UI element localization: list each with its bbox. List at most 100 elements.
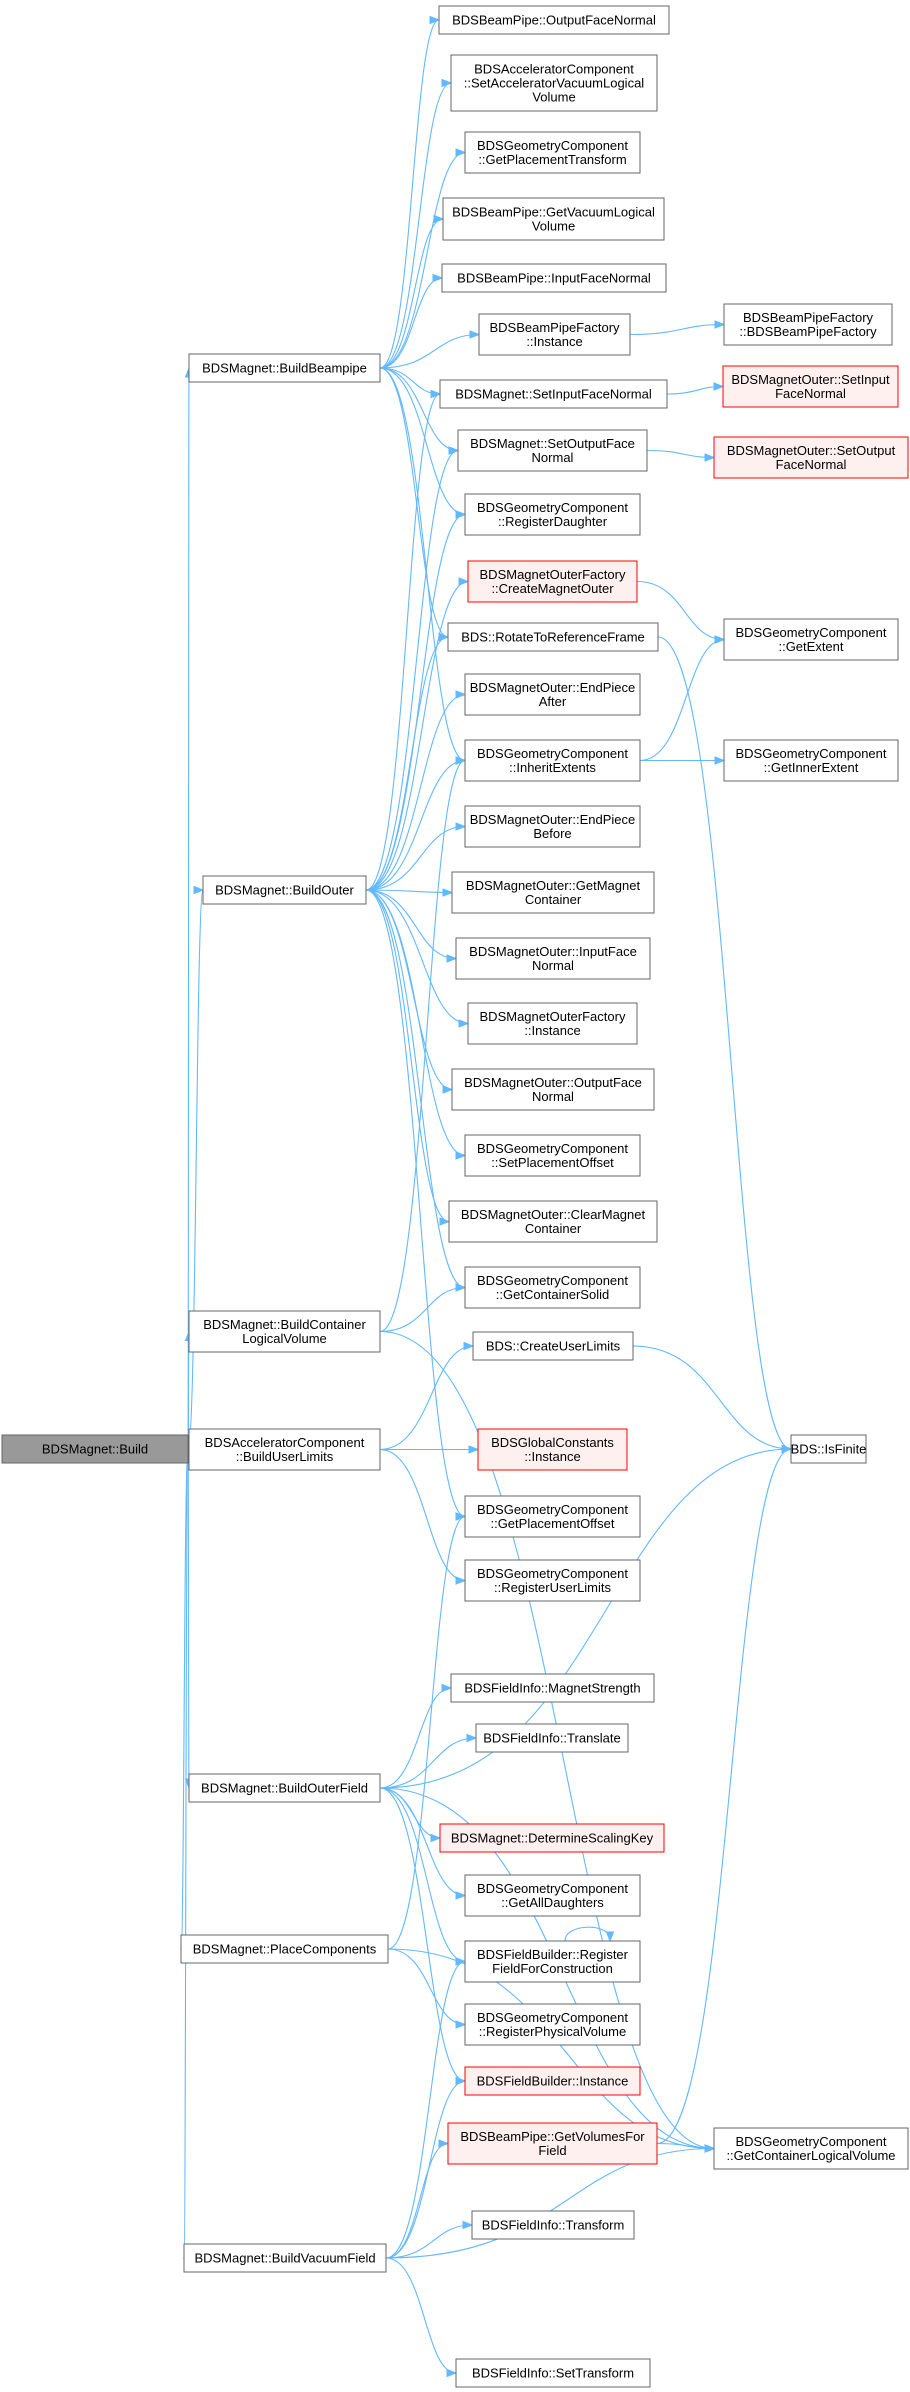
node-label: BDSMagnet::SetInputFaceNormal [455, 387, 652, 402]
node-globalConstantsInstance[interactable]: BDSGlobalConstants::Instance [477, 1428, 628, 1471]
edge-layer [179, 15, 793, 2378]
node-registerPhysicalVolume[interactable]: BDSGeometryComponent::RegisterPhysicalVo… [464, 2003, 641, 2046]
node-box [472, 1331, 634, 1361]
node-getContainerSolid[interactable]: BDSGeometryComponent::GetContainerSolid [464, 1266, 641, 1309]
node-box [202, 875, 367, 905]
call-edge-buildVacuumField-to-registerFieldForConstruction [385, 1957, 467, 2259]
node-magnetStrength[interactable]: BDSFieldInfo::MagnetStrength [450, 1673, 655, 1703]
node-registerDaughter[interactable]: BDSGeometryComponent::RegisterDaughter [464, 493, 641, 536]
node-registerFieldForConstruction[interactable]: BDSFieldBuilder::RegisterFieldForConstru… [464, 1940, 641, 1983]
node-label: BDSFieldInfo::Translate [483, 1731, 621, 1746]
node-getExtent[interactable]: BDSGeometryComponent::GetExtent [723, 618, 899, 661]
node-box [450, 54, 658, 112]
node-label: ::GetPlacementTransform [478, 152, 626, 167]
node-getAllDaughters[interactable]: BDSGeometryComponent::GetAllDaughters [464, 1874, 641, 1917]
node-build[interactable]: BDSMagnet::Build [1, 1434, 189, 1464]
node-bpInputFaceNormal[interactable]: BDSBeamPipe::InputFaceNormal [441, 263, 667, 293]
node-getPlacementTransform[interactable]: BDSGeometryComponent::GetPlacementTransf… [464, 131, 641, 174]
call-edge-buildVacuumField-to-fieldTransform [385, 2220, 474, 2259]
node-label: ::RegisterPhysicalVolume [479, 2024, 626, 2039]
node-inheritExtents[interactable]: BDSGeometryComponent::InheritExtents [464, 739, 641, 782]
node-getPlacementOffset[interactable]: BDSGeometryComponent::GetPlacementOffset [464, 1495, 641, 1538]
node-bpFactoryInstance[interactable]: BDSBeamPipeFactory::Instance [478, 313, 631, 356]
node-label: BDSGeometryComponent [477, 1881, 628, 1896]
node-setAccVacuum[interactable]: BDSAcceleratorComponent::SetAcceleratorV… [450, 54, 658, 112]
node-label: BDSFieldInfo::SetTransform [472, 2366, 634, 2381]
node-box [450, 1673, 655, 1703]
call-edge-buildOuterField-to-getAllDaughters [379, 1787, 467, 1900]
call-edge-buildOuter-to-createMagnetOuter [365, 577, 470, 891]
node-label: BDS::CreateUserLimits [486, 1339, 621, 1354]
call-edge-buildBeampipe-to-bpGetVacuumLogical [379, 214, 445, 369]
node-box [457, 429, 648, 472]
node-label: BDSGeometryComponent [477, 2010, 628, 2025]
node-bpOutputFaceNormal[interactable]: BDSBeamPipe::OutputFaceNormal [438, 5, 670, 35]
node-label: Container [525, 892, 582, 907]
call-edge-buildBeampipe-to-getPlacementTransform [379, 148, 467, 369]
node-isFinite[interactable]: BDS::IsFinite [790, 1434, 867, 1464]
node-buildOuter[interactable]: BDSMagnet::BuildOuter [202, 875, 367, 905]
node-setPlacementOffset[interactable]: BDSGeometryComponent::SetPlacementOffset [464, 1134, 641, 1177]
node-box [464, 805, 641, 848]
node-label: ::SetAcceleratorVacuumLogical [464, 76, 645, 91]
node-layer: BDSMagnet::Build BDSMagnet::BuildBeampipe… [1, 5, 909, 2388]
node-box [723, 303, 893, 346]
node-fieldBuilderInstance[interactable]: BDSFieldBuilder::Instance [464, 2066, 641, 2096]
call-edge-buildBeampipe-to-rotateToRef [379, 367, 450, 642]
node-determineScalingKey[interactable]: BDSMagnet::DetermineScalingKey [439, 1823, 665, 1853]
node-buildVacuumField[interactable]: BDSMagnet::BuildVacuumField [183, 2243, 387, 2273]
node-fieldTranslate[interactable]: BDSFieldInfo::Translate [475, 1723, 629, 1753]
node-label: BDSGeometryComponent [735, 625, 886, 640]
node-magSetInputFaceNormal[interactable]: BDSMagnet::SetInputFaceNormal [439, 379, 668, 409]
node-box [451, 871, 655, 914]
node-createMagnetOuter[interactable]: BDSMagnetOuterFactory::CreateMagnetOuter [467, 560, 638, 603]
node-getContainerLogicalVolume[interactable]: BDSGeometryComponent::GetContainerLogica… [713, 2127, 909, 2170]
node-bpFactoryCtor[interactable]: BDSBeamPipeFactory::BDSBeamPipeFactory [723, 303, 893, 346]
node-buildOuterField[interactable]: BDSMagnet::BuildOuterField [188, 1773, 381, 1803]
node-placeComponents[interactable]: BDSMagnet::PlaceComponents [180, 1934, 389, 1964]
node-outerSetInputFaceNormal[interactable]: BDSMagnetOuter::SetInputFaceNormal [722, 365, 899, 408]
node-label: LogicalVolume [242, 1331, 327, 1346]
node-label: BDSAcceleratorComponent [205, 1435, 365, 1450]
call-edge-buildOuter-to-endPieceBefore [365, 822, 467, 891]
node-label: ::GetExtent [778, 639, 843, 654]
node-label: After [539, 694, 567, 709]
node-box [1, 1434, 189, 1464]
node-rotateToRef[interactable]: BDS::RotateToReferenceFrame [447, 622, 659, 652]
node-label: BDSFieldInfo::MagnetStrength [464, 1681, 640, 1696]
node-createUserLimits[interactable]: BDS::CreateUserLimits [472, 1331, 634, 1361]
node-fieldTransform[interactable]: BDSFieldInfo::Transform [471, 2210, 635, 2240]
node-outerFactoryInstance[interactable]: BDSMagnetOuterFactory::Instance [467, 1002, 638, 1045]
node-box [188, 1773, 381, 1803]
call-edge-buildOuter-to-magSetOutputFace [365, 446, 460, 891]
node-outerInputFaceNormal[interactable]: BDSMagnetOuter::InputFaceNormal [455, 937, 651, 980]
node-label: BDSMagnetOuter::EndPiece [470, 680, 635, 695]
node-label: BDSMagnetOuter::SetOutput [727, 443, 896, 458]
node-label: FieldForConstruction [492, 1961, 613, 1976]
node-buildBeampipe[interactable]: BDSMagnet::BuildBeampipe [188, 353, 381, 383]
node-label: ::BDSBeamPipeFactory [739, 324, 877, 339]
node-box [723, 618, 899, 661]
call-edge-buildContainer-to-inheritExtents [379, 756, 467, 1333]
node-outerOutputFaceNormal[interactable]: BDSMagnetOuter::OutputFaceNormal [451, 1068, 655, 1111]
node-fieldSetTransform[interactable]: BDSFieldInfo::SetTransform [455, 2358, 651, 2388]
node-buildUserLimits[interactable]: BDSAcceleratorComponent::BuildUserLimits [188, 1428, 381, 1471]
node-label: ::GetPlacementOffset [490, 1516, 614, 1531]
node-label: BDSFieldInfo::Transform [482, 2218, 625, 2233]
node-box [722, 365, 899, 408]
call-edge-buildOuter-to-inheritExtents [365, 756, 467, 891]
node-getInnerExtent[interactable]: BDSGeometryComponent::GetInnerExtent [723, 739, 899, 782]
node-registerUserLimits[interactable]: BDSGeometryComponent::RegisterUserLimits [464, 1559, 641, 1602]
node-label: ::InheritExtents [509, 760, 596, 775]
node-box [464, 1134, 641, 1177]
node-label: BDSMagnet::BuildOuterField [201, 1781, 368, 1796]
